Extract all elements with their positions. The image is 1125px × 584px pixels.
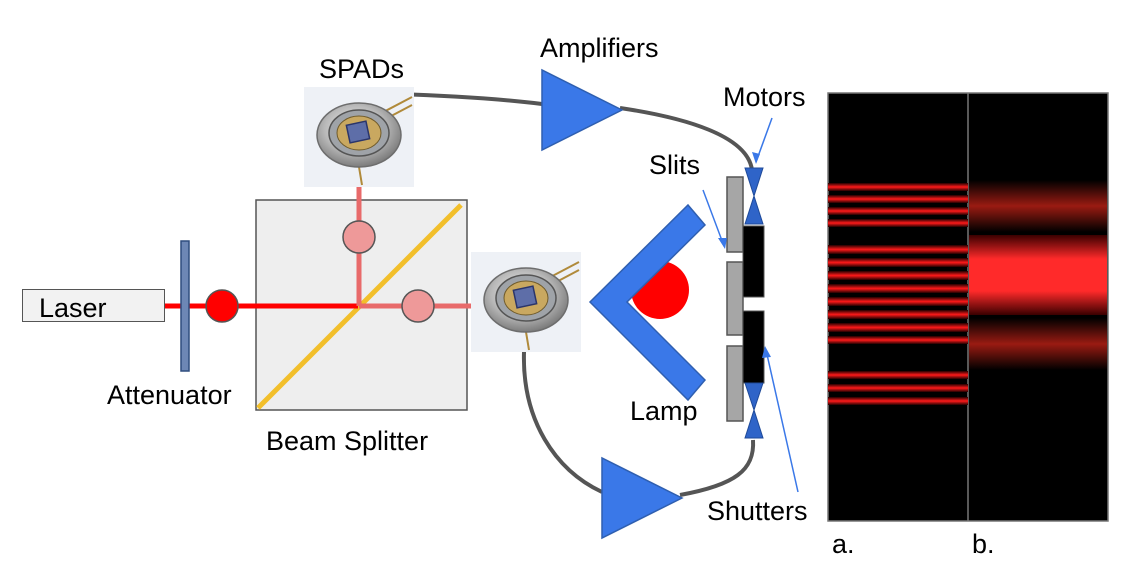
- motor-arrow-icon: [744, 408, 764, 439]
- photodiode-icon: [470, 252, 582, 352]
- attenuator-label: Attenuator: [107, 380, 232, 410]
- motors-label: Motors: [723, 82, 806, 112]
- panel-b-bands: [969, 180, 1107, 370]
- slit-mount-upper: [726, 176, 744, 253]
- shutters-pointer-head: [762, 346, 771, 358]
- shutter-lower: [742, 310, 765, 384]
- photodiode-icon: [303, 87, 415, 187]
- lower-spad-cable: [521, 351, 603, 494]
- lamp-reflector: [588, 203, 707, 402]
- motor-arrow-icon: [744, 382, 764, 412]
- shutters-label: Shutters: [707, 496, 808, 526]
- beam-splitter-label: Beam Splitter: [266, 426, 429, 456]
- panel-a-fringes: [828, 183, 968, 405]
- amplifier-triangle-icon: [601, 456, 684, 540]
- amplifiers-label: Amplifiers: [540, 33, 659, 63]
- amplifier-motor-cable: [619, 106, 754, 171]
- photon-reflected: [342, 220, 376, 254]
- lower-amplifier-cable: [679, 439, 756, 497]
- amplifier-triangle-icon: [541, 68, 624, 152]
- spads-label: SPADs: [319, 54, 405, 84]
- slits-pointer-head: [718, 238, 727, 249]
- photon-transmitted: [401, 289, 435, 323]
- slits-pointer: [702, 189, 725, 247]
- motor-arrow-icon: [744, 167, 764, 198]
- photon-incident: [205, 289, 239, 323]
- slit-mount-middle: [726, 261, 744, 336]
- shutters-pointer: [765, 349, 799, 493]
- panel-a-label: a.: [832, 529, 855, 559]
- motors-pointer-head: [752, 152, 760, 164]
- spad-amplifier-cable: [394, 92, 543, 106]
- lamp-label: Lamp: [630, 396, 698, 426]
- motor-arrow-icon: [744, 194, 764, 225]
- panel-b-label: b.: [972, 529, 995, 559]
- slits-label: Slits: [649, 150, 701, 180]
- laser-label: Laser: [39, 293, 107, 323]
- slit-mount-lower: [726, 345, 744, 422]
- shutter-upper: [742, 225, 765, 298]
- laser-source: Laser: [22, 289, 165, 323]
- attenuator-plate: [180, 240, 190, 372]
